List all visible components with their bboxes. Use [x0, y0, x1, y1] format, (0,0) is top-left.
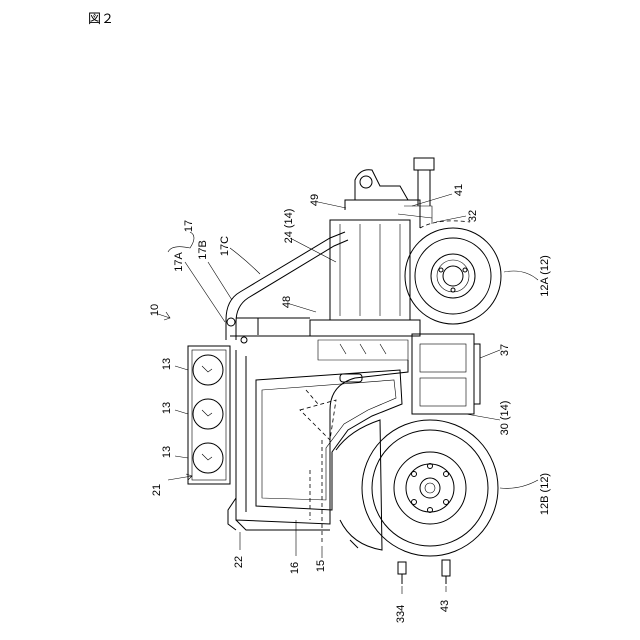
panel-21 [188, 346, 230, 484]
leader-lines [158, 194, 538, 594]
callout-12b: 12B (12) [539, 473, 551, 515]
callout-21: 21 [151, 484, 163, 496]
callout-48: 48 [281, 296, 293, 308]
callout-37: 37 [499, 344, 511, 356]
callout-24: 24 (14) [283, 209, 295, 244]
callout-32: 32 [467, 210, 479, 222]
callout-10: 10 [149, 304, 161, 316]
callout-13-c: 13 [161, 446, 173, 458]
callout-30: 30 (14) [499, 401, 511, 436]
wheel-12a [405, 221, 501, 324]
callout-12a: 12A (12) [539, 255, 551, 297]
callout-41: 41 [453, 184, 465, 196]
callout-17b: 17B [197, 240, 209, 260]
tank-37 [412, 334, 480, 414]
callout-22: 22 [233, 556, 245, 568]
callout-49: 49 [309, 194, 321, 206]
callout-16: 16 [289, 562, 301, 574]
callout-43: 43 [439, 600, 451, 612]
callout-17a: 17A [173, 252, 185, 272]
engine-24 [310, 158, 434, 360]
callout-13-b: 13 [161, 402, 173, 414]
wheel-12b [310, 420, 498, 556]
callout-17: 17 [183, 220, 195, 232]
callout-15: 15 [315, 560, 327, 572]
bottom-fittings [350, 540, 450, 584]
callout-17c: 17C [219, 236, 231, 256]
callout-334: 334 [395, 605, 407, 623]
callout-13-a: 13 [161, 358, 173, 370]
